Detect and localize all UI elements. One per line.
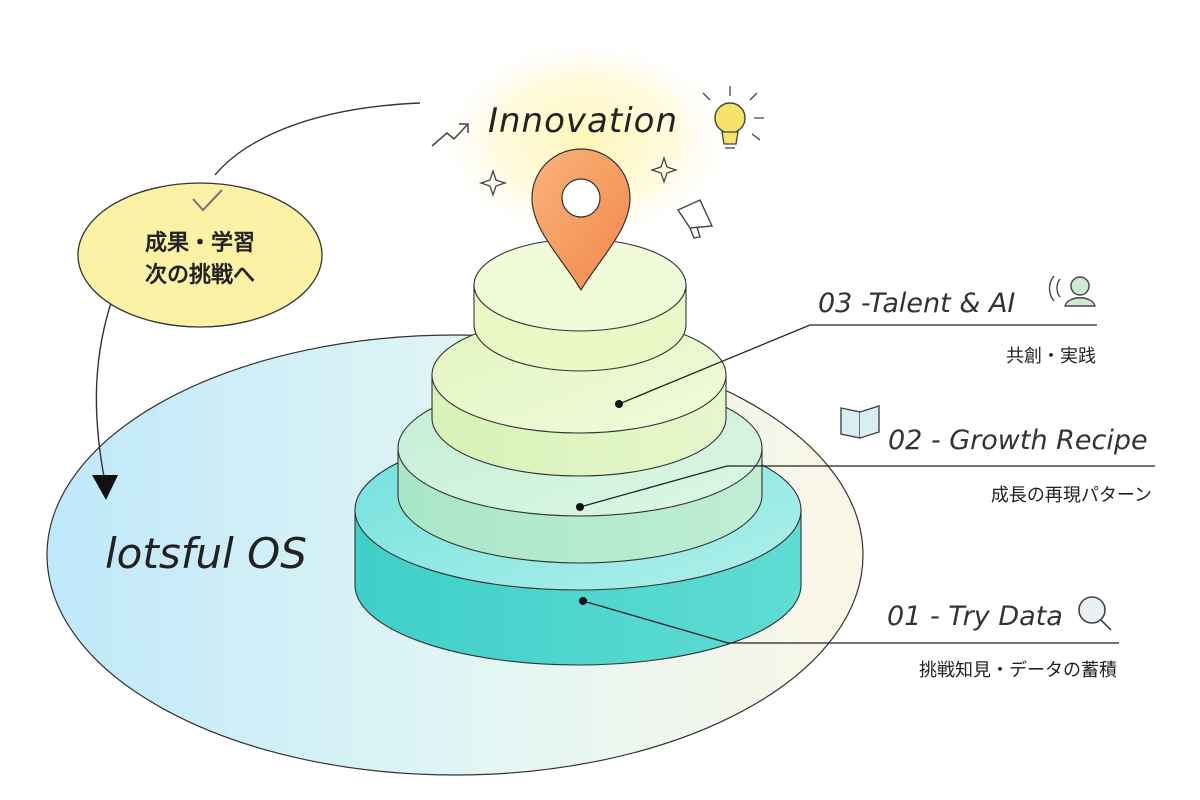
leader-line-03: [618, 324, 1097, 405]
title-innovation: Innovation: [488, 101, 678, 141]
layer-01-label: 01 - Try Data: [887, 601, 1063, 632]
cycle-arrowhead: [92, 475, 118, 500]
marker-dot-01: [579, 597, 587, 605]
base-label: lotsful OS: [105, 529, 307, 578]
sparkle-icon: [478, 168, 508, 198]
magnifier-icon: [1078, 596, 1112, 631]
location-pin-icon: [531, 148, 631, 292]
sparkle-icon-right: [649, 155, 679, 185]
cycle-arrow-lower: [95, 299, 113, 483]
layer-03-label: 03 -Talent & AI: [818, 288, 1015, 319]
cycle-arrow: [214, 102, 421, 176]
leader-line-01: [582, 600, 1119, 644]
innovation-glow: [435, 35, 735, 245]
cycle-bubble: 成果・学習 次の挑戦へ: [77, 182, 323, 328]
megaphone-icon: [676, 199, 714, 239]
layer-01-sub: 挑戦知見・データの蓄積: [919, 660, 1117, 681]
leader-line-02: [579, 465, 1155, 508]
marker-dot-03: [615, 400, 623, 408]
person-speaking-icon: [1048, 275, 1096, 307]
lightbulb-icon: [702, 86, 764, 149]
check-icon: [192, 189, 223, 212]
bubble-line2: 次の挑戦へ: [145, 262, 255, 288]
marker-dot-02: [576, 503, 584, 511]
layer-02-label: 02 - Growth Recipe: [888, 425, 1148, 456]
open-book-icon: [840, 405, 880, 439]
layer-03-sub: 共創・実践: [1006, 346, 1096, 367]
bubble-line1: 成果・学習: [145, 230, 255, 256]
layer-02-sub: 成長の再現パターン: [991, 485, 1152, 506]
trend-arrow-icon: [431, 123, 469, 147]
